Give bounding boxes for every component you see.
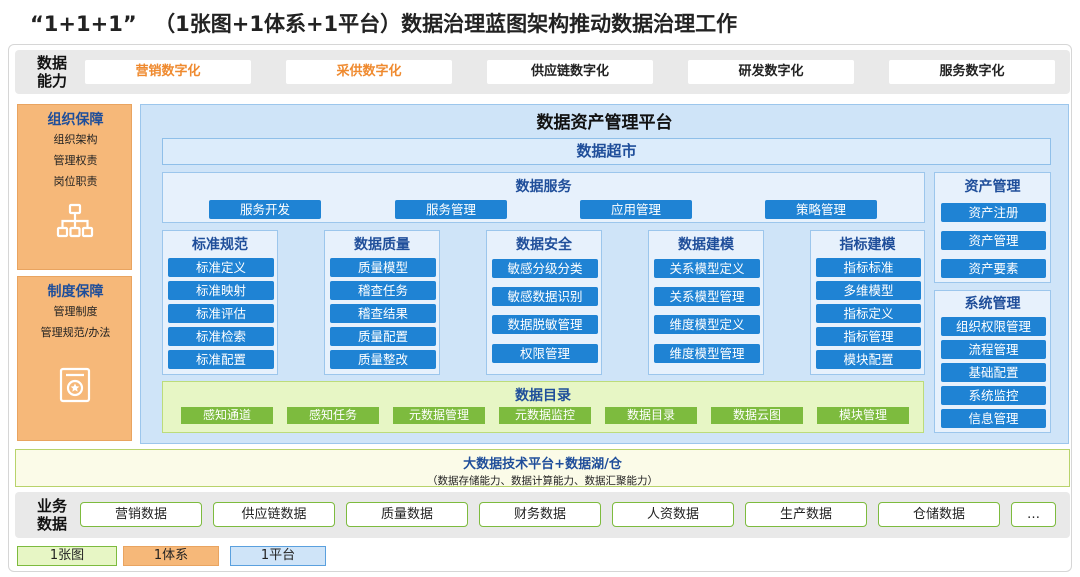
- service-item-dev: 服务开发: [209, 200, 321, 219]
- module-item: 敏感分级分类: [492, 259, 598, 278]
- business-item-hr: 人资数据: [612, 502, 734, 527]
- legend-item-platform: 1平台: [230, 546, 326, 566]
- asset-item: 资产注册: [941, 203, 1046, 222]
- module-item: 标准配置: [168, 350, 274, 369]
- org-chart-icon: [56, 203, 94, 238]
- catalog-item: 数据云图: [711, 407, 803, 424]
- module-item: 维度模型定义: [654, 315, 760, 334]
- capability-item-rnd: 研发数字化: [688, 60, 854, 84]
- business-item-supply-chain: 供应链数据: [213, 502, 335, 527]
- catalog-item: 感知通道: [181, 407, 273, 424]
- module-security: 数据安全 敏感分级分类 敏感数据识别 数据脱敏管理 权限管理: [486, 230, 602, 375]
- business-item-finance: 财务数据: [479, 502, 601, 527]
- module-item: 质量整改: [330, 350, 436, 369]
- org-item: 组织架构: [53, 133, 98, 146]
- module-item: 标准检索: [168, 327, 274, 346]
- data-service-panel: 数据服务 服务开发 服务管理 应用管理 策略管理: [162, 172, 925, 223]
- org-item: 岗位职责: [53, 175, 98, 188]
- asset-management-title: 资产管理: [964, 179, 1021, 195]
- data-catalog-title: 数据目录: [515, 388, 571, 404]
- sysmgmt-item: 基础配置: [941, 363, 1046, 382]
- system-item: 管理规范/办法: [40, 326, 111, 339]
- diagram-frame: [8, 44, 1072, 572]
- business-item-quality: 质量数据: [346, 502, 468, 527]
- service-item-mgmt: 服务管理: [395, 200, 507, 219]
- business-item-marketing: 营销数据: [80, 502, 202, 527]
- module-quality: 数据质量 质量模型 稽查任务 稽查结果 质量配置 质量整改: [324, 230, 440, 375]
- module-item: 稽查任务: [330, 281, 436, 300]
- module-title: 数据安全: [516, 237, 572, 253]
- module-title: 数据建模: [678, 237, 734, 253]
- catalog-item: 模块管理: [817, 407, 909, 424]
- module-item: 标准定义: [168, 258, 274, 277]
- asset-management-panel: 资产管理 资产注册 资产管理 资产要素: [934, 172, 1051, 283]
- system-guarantee-title: 制度保障: [47, 284, 104, 300]
- module-item: 权限管理: [492, 344, 598, 363]
- legend-item-system: 1体系: [123, 546, 219, 566]
- module-item: 敏感数据识别: [492, 287, 598, 306]
- module-item: 指标定义: [816, 304, 921, 323]
- module-item: 稽查结果: [330, 304, 436, 323]
- catalog-item: 感知任务: [287, 407, 379, 424]
- module-title: 指标建模: [839, 237, 896, 253]
- module-title: 标准规范: [192, 237, 248, 253]
- module-item: 模块配置: [816, 350, 921, 369]
- business-item-production: 生产数据: [745, 502, 867, 527]
- org-guarantee-title: 组织保障: [47, 112, 104, 128]
- bigdata-subtitle: （数据存储能力、数据计算能力、数据汇聚能力）: [427, 475, 658, 487]
- bigdata-title: 大数据技术平台+数据湖/仓: [463, 457, 622, 472]
- platform-title: 数据资产管理平台: [536, 113, 673, 133]
- module-indicator: 指标建模 指标标准 多维模型 指标定义 指标管理 模块配置: [810, 230, 925, 375]
- capability-item-service: 服务数字化: [889, 60, 1055, 84]
- module-item: 多维模型: [816, 281, 921, 300]
- module-item: 关系模型管理: [654, 287, 760, 306]
- module-item: 数据脱敏管理: [492, 315, 598, 334]
- module-item: 关系模型定义: [654, 259, 760, 278]
- business-data-label: 业务 数据: [36, 497, 67, 533]
- catalog-item: 元数据管理: [393, 407, 485, 424]
- capability-item-procurement: 采供数字化: [286, 60, 452, 84]
- title-main: （1张图+1体系+1平台）数据治理蓝图架构推动数据治理工作: [164, 12, 738, 36]
- asset-item: 资产要素: [941, 259, 1046, 278]
- module-item: 标准评估: [168, 304, 274, 323]
- capability-label: 数据 能力: [36, 54, 67, 90]
- module-item: 质量模型: [330, 258, 436, 277]
- module-item: 质量配置: [330, 327, 436, 346]
- service-item-policy: 策略管理: [765, 200, 877, 219]
- data-catalog-panel: 数据目录 感知通道 感知任务 元数据管理 元数据监控 数据目录 数据云图 模块管…: [162, 381, 924, 433]
- sysmgmt-item: 组织权限管理: [941, 317, 1046, 336]
- sysmgmt-item: 流程管理: [941, 340, 1046, 359]
- module-item: 标准映射: [168, 281, 274, 300]
- asset-item: 资产管理: [941, 231, 1046, 250]
- data-service-title: 数据服务: [515, 179, 572, 195]
- module-standards: 标准规范 标准定义 标准映射 标准评估 标准检索 标准配置: [162, 230, 278, 375]
- capability-item-supply-chain: 供应链数字化: [487, 60, 653, 84]
- system-item: 管理制度: [53, 305, 98, 318]
- legend-item-map: 1张图: [17, 546, 117, 566]
- system-guarantee-box: 制度保障 管理制度 管理规范/办法: [17, 276, 132, 441]
- business-item-more: …: [1011, 502, 1056, 527]
- bigdata-platform-bar: 大数据技术平台+数据湖/仓 （数据存储能力、数据计算能力、数据汇聚能力）: [15, 449, 1070, 487]
- org-guarantee-box: 组织保障 组织架构 管理权责 岗位职责: [17, 104, 132, 270]
- service-item-app: 应用管理: [580, 200, 692, 219]
- module-item: 指标标准: [816, 258, 921, 277]
- module-modeling: 数据建模 关系模型定义 关系模型管理 维度模型定义 维度模型管理: [648, 230, 764, 375]
- catalog-item: 数据目录: [605, 407, 697, 424]
- catalog-item: 元数据监控: [499, 407, 591, 424]
- business-item-warehouse: 仓储数据: [878, 502, 1000, 527]
- sysmgmt-item: 系统监控: [941, 386, 1046, 405]
- module-title: 数据质量: [354, 237, 410, 253]
- system-management-title: 系统管理: [964, 296, 1021, 312]
- certificate-icon: [59, 367, 91, 403]
- title-quote: “1+1+1”: [30, 12, 137, 36]
- org-item: 管理权责: [53, 154, 98, 167]
- page-title: “1+1+1” （1张图+1体系+1平台）数据治理蓝图架构推动数据治理工作: [30, 8, 737, 38]
- module-item: 维度模型管理: [654, 344, 760, 363]
- data-market-bar: 数据超市: [162, 138, 1051, 165]
- capability-item-marketing: 营销数字化: [85, 60, 251, 84]
- sysmgmt-item: 信息管理: [941, 409, 1046, 428]
- system-management-panel: 系统管理 组织权限管理 流程管理 基础配置 系统监控 信息管理: [934, 290, 1051, 433]
- module-item: 指标管理: [816, 327, 921, 346]
